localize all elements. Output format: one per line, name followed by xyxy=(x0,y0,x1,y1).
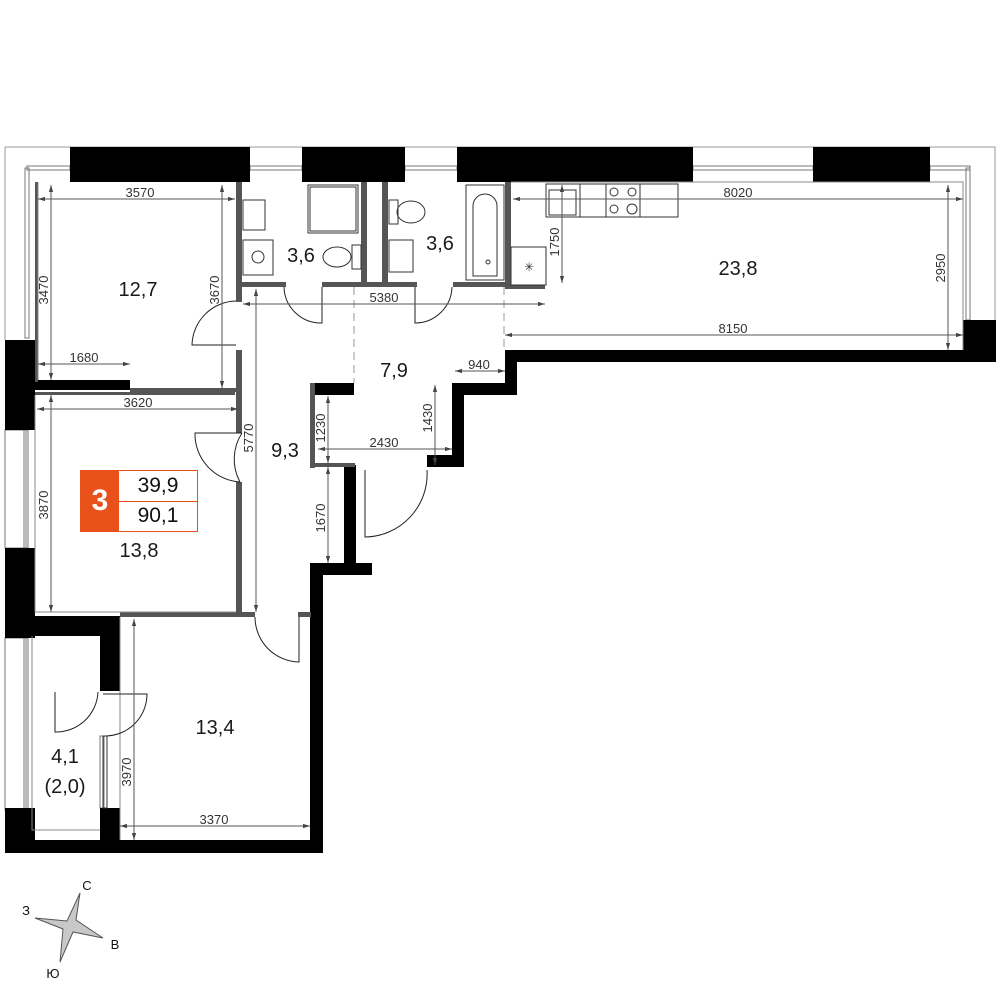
toilet-icon xyxy=(396,200,426,224)
living-area: 39,9 xyxy=(137,473,179,497)
dim-1680: 1680 xyxy=(70,350,99,365)
room-area-corridor: 9,3 xyxy=(271,440,299,462)
compass-icon: С З В Ю xyxy=(22,878,119,981)
room-area-hall: 7,9 xyxy=(380,360,408,382)
dim-3570: 3570 xyxy=(126,185,155,200)
dimension-lines xyxy=(37,185,963,840)
room-area-balcony: 4,1 xyxy=(51,746,79,768)
compass-north: С xyxy=(82,878,91,893)
compass-south: Ю xyxy=(46,966,59,981)
room-area-bathroom-2: 3,6 xyxy=(426,233,454,255)
fridge-icon xyxy=(510,246,547,286)
partition-walls xyxy=(35,182,545,617)
exterior-walls xyxy=(5,147,996,853)
door-balcony xyxy=(54,691,99,733)
dim-1230: 1230 xyxy=(313,414,328,443)
door-bath-2 xyxy=(414,286,453,324)
dim-1670: 1670 xyxy=(313,504,328,533)
dim-940: 940 xyxy=(468,357,490,372)
compass-east: В xyxy=(111,937,120,952)
total-area: 90,1 xyxy=(119,500,197,532)
door-balcony-2 xyxy=(103,693,148,737)
dim-3470: 3470 xyxy=(36,276,51,305)
dim-2430: 2430 xyxy=(370,435,399,450)
shower-tray-icon xyxy=(307,184,359,234)
dim-3970: 3970 xyxy=(119,758,134,787)
dim-2950: 2950 xyxy=(933,254,948,283)
fridge-symbol: ✳ xyxy=(524,260,534,274)
compass-west: З xyxy=(22,903,30,918)
room-area-bedroom-3: 13,4 xyxy=(196,717,235,739)
washing-machine-icon xyxy=(242,239,274,276)
dim-3370: 3370 xyxy=(200,812,229,827)
dim-8150: 8150 xyxy=(719,321,748,336)
dim-5770: 5770 xyxy=(241,424,256,453)
door-bedroom-1 xyxy=(191,300,237,346)
drain-icon xyxy=(485,259,491,265)
sink-icon xyxy=(388,239,414,273)
room-area-bathroom-1: 3,6 xyxy=(287,245,315,267)
stove-icon xyxy=(609,187,619,197)
room-outlines xyxy=(31,181,964,840)
dim-1430: 1430 xyxy=(420,404,435,433)
dim-3620: 3620 xyxy=(124,395,153,410)
apartment-badge: 3 39,9 90,1 xyxy=(80,470,198,532)
door-bedroom-3 xyxy=(254,616,300,663)
room-labels: 12,7 3,6 3,6 23,8 7,9 9,3 13,8 13,4 4,1 … xyxy=(44,233,757,798)
dim-3870: 3870 xyxy=(36,491,51,520)
dim-5380: 5380 xyxy=(370,290,399,305)
room-area-kitchen: 23,8 xyxy=(719,258,758,280)
room-area-balcony-reduced: (2,0) xyxy=(44,776,85,798)
room-area-bedroom-1: 12,7 xyxy=(119,279,158,301)
dim-3670: 3670 xyxy=(207,276,222,305)
rooms-count: 3 xyxy=(81,471,119,531)
sink-icon xyxy=(242,199,266,231)
door-bedroom-2 xyxy=(233,432,243,483)
dim-8020: 8020 xyxy=(724,185,753,200)
doors[interactable] xyxy=(54,286,453,737)
dim-1750: 1750 xyxy=(547,228,562,257)
bathtub-icon xyxy=(465,184,505,281)
room-area-bedroom-2: 13,8 xyxy=(120,540,159,562)
entrance-door xyxy=(364,469,428,538)
door-bath-1 xyxy=(283,286,323,324)
toilet-icon xyxy=(322,246,352,268)
dimension-labels: 3570 3470 3670 1680 5380 1750 8020 2950 … xyxy=(36,185,948,827)
